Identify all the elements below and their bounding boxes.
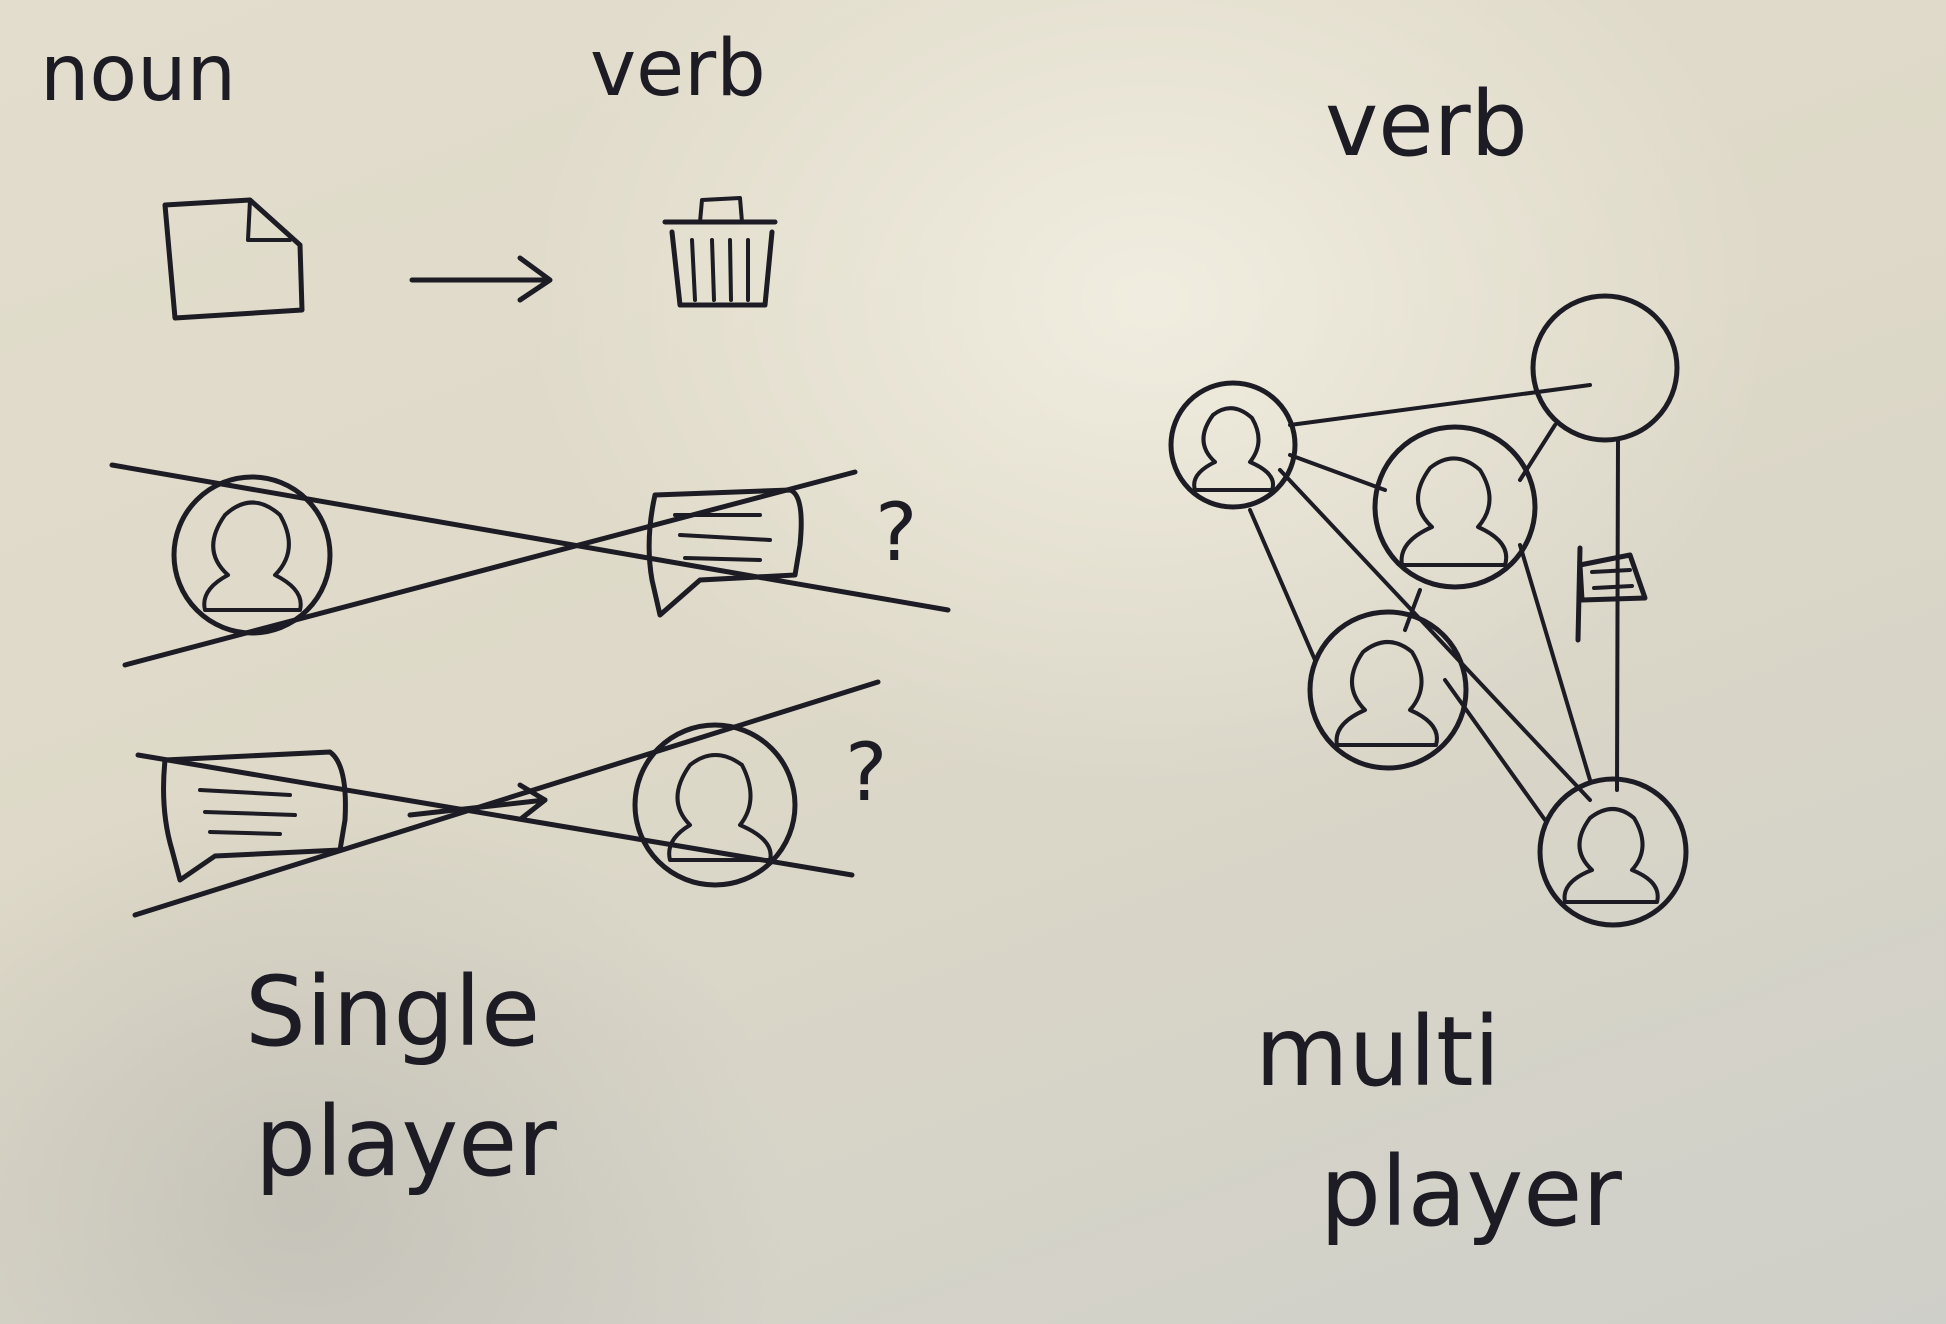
document-icon [162,197,305,321]
cross-out-row2 [109,462,951,668]
label-multi: multi [1255,996,1500,1108]
cross-out-row3 [132,679,881,918]
chat-bubble-icon-row3 [161,749,348,883]
network-node-4 [1307,609,1469,771]
person-icon-row3 [632,722,798,888]
trash-icon [662,196,778,308]
question-mark-1: ? [875,486,917,579]
arrow-icon [409,255,553,303]
label-player-left: player [255,1086,557,1198]
label-verb-right: verb [1325,72,1528,177]
label-player-right: player [1320,1136,1622,1248]
flag-icon [1575,545,1648,643]
label-noun: noun [40,29,236,119]
label-single: Single [245,956,540,1068]
question-mark-2: ? [845,726,887,819]
network-node-5 [1537,776,1689,928]
network-node-2 [1530,293,1680,443]
network-node-3 [1372,424,1538,590]
label-verb-top: verb [590,24,766,114]
network-node-1 [1168,380,1298,510]
